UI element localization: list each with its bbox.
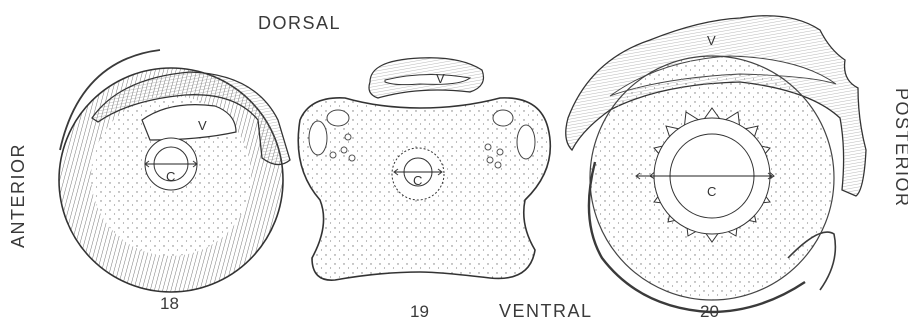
fig18-number: 18 — [160, 294, 179, 313]
label-posterior: POSTERIOR — [892, 88, 908, 208]
fig20-v-label: V — [707, 33, 716, 48]
fig20-number: 20 — [700, 302, 719, 321]
label-anterior: ANTERIOR — [8, 143, 28, 248]
fig19-number: 19 — [410, 302, 429, 321]
fig18-central-canal: C — [145, 138, 197, 190]
figure-20: V C 20 — [566, 16, 866, 321]
label-dorsal: DORSAL — [258, 13, 341, 33]
fig18-c-label: C — [166, 169, 175, 184]
figure-18: V C 18 — [59, 50, 290, 313]
fig19-v-label: V — [436, 71, 445, 86]
fig19-central-canal: C — [392, 148, 444, 200]
fig19-ventricle: V — [369, 58, 484, 98]
fig20-c-label: C — [707, 184, 716, 199]
label-ventral: VENTRAL — [499, 301, 593, 321]
fig18-v-label: V — [198, 118, 207, 133]
fig19-c-label: C — [413, 173, 422, 188]
figure-19: V C 19 — [298, 58, 550, 321]
